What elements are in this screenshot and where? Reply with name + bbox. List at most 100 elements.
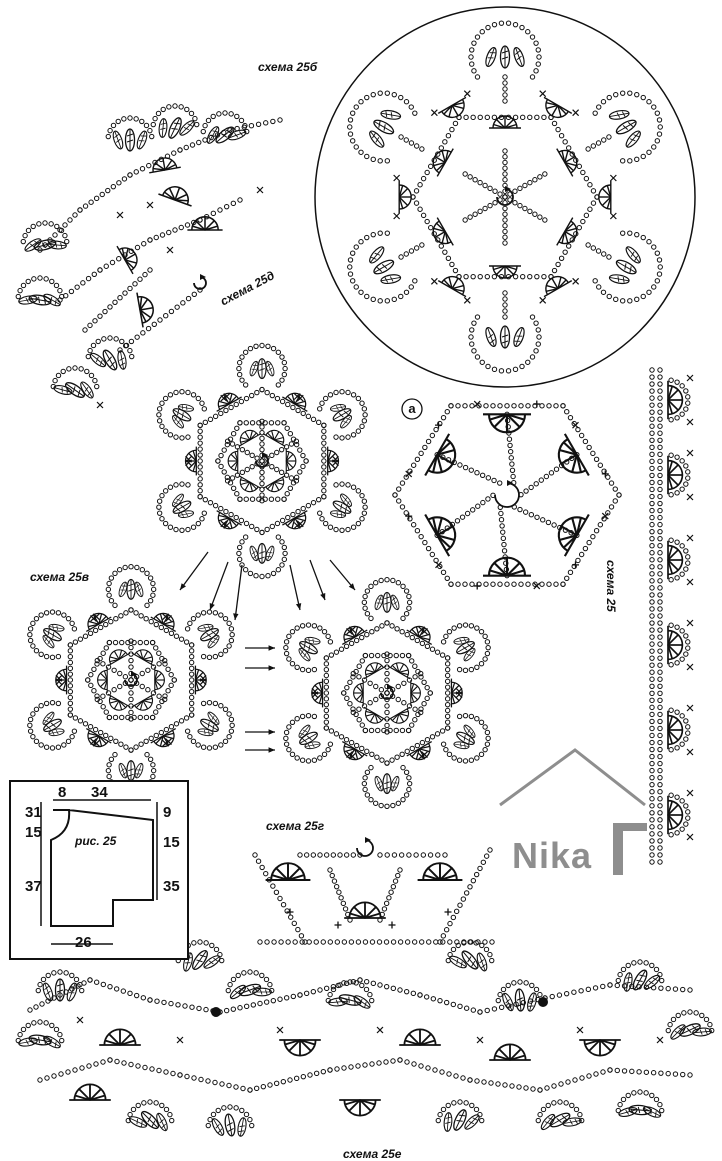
petal-stitch-symbol: [257, 542, 267, 564]
petal-stitch-symbol: [22, 235, 44, 255]
nika-watermark-text: Nika: [512, 835, 593, 876]
petal-stitch-symbol: [442, 1111, 454, 1133]
petal-stitch-symbol: [499, 45, 511, 69]
petal-stitch-symbol: [165, 115, 185, 141]
fan-stitch-symbol: [154, 666, 165, 694]
dim-right-bottom: 35: [163, 878, 180, 895]
scheme-25b-label: схема 25б: [258, 60, 318, 74]
fan-stitch-symbol: [146, 154, 182, 174]
petal-stitch-symbol: [110, 129, 126, 151]
petal-stitch-symbol: [40, 633, 57, 650]
petal-stitch-symbol: [257, 358, 267, 380]
dim-right-top: 9: [163, 804, 172, 821]
dim-top-right: 34: [91, 784, 108, 801]
motif-a-marker: [401, 398, 423, 420]
petal-stitch-symbol: [338, 491, 354, 509]
figure-box: 8 34 31 15 37 9 15 35 26 рис. 25: [9, 780, 189, 960]
petal-stitch-symbol: [157, 117, 169, 139]
petal-stitch-symbol: [296, 646, 313, 663]
fan-stitch-symbol: [481, 556, 533, 577]
fan-stitch-symbol: [262, 475, 291, 498]
fan-stitch-symbol: [102, 644, 131, 667]
fan-stitch-symbol: [488, 265, 522, 279]
petal-stitch-symbol: [379, 108, 402, 122]
petal-stitch-symbol: [613, 116, 639, 138]
petal-stitch-symbol: [452, 740, 471, 751]
petal-stitch-symbol: [303, 635, 322, 646]
petal-stitch-symbol: [296, 723, 313, 740]
fan-stitch-symbol: [233, 424, 262, 447]
fan-stitch-symbol: [410, 679, 421, 707]
scheme-25b-circle: [314, 6, 696, 388]
fan-stitch-symbol: [278, 1039, 322, 1057]
petal-stitch-symbol: [126, 578, 136, 600]
fan-stitch-symbol: [131, 693, 160, 716]
petal-stitch-symbol: [205, 633, 222, 650]
fan-stitch-symbol: [556, 216, 584, 253]
fan-stitch-symbol: [131, 644, 160, 667]
dim-right-mid: 15: [163, 834, 180, 851]
petal-stitch-symbol: [116, 349, 128, 371]
motif-a-label: а: [408, 401, 416, 416]
dim-left-top: 31: [25, 804, 42, 821]
petal-stitch-symbol: [170, 491, 186, 509]
fan-stitch-symbol: [426, 216, 454, 253]
fan-stitch-symbol: [338, 1099, 382, 1117]
petal-stitch-symbol: [608, 108, 631, 122]
fan-stitch-symbol: [210, 386, 243, 412]
petal-stitch-symbol: [617, 1105, 639, 1119]
join-marker: [538, 997, 548, 1007]
petal-stitch-symbol: [379, 272, 402, 286]
petal-stitch-symbol: [177, 402, 195, 413]
nika-house-logo: [499, 748, 647, 875]
dim-bottom: 26: [75, 934, 92, 951]
petal-stitch-symbol: [17, 1036, 39, 1048]
scheme-25-label: схема 25: [604, 560, 618, 612]
fan-stitch-symbol: [481, 413, 533, 434]
arrow-connector: [289, 564, 301, 611]
petal-stitch-symbol: [196, 727, 215, 738]
fan-stitch-symbol: [358, 657, 387, 680]
arrow-connector: [179, 551, 209, 591]
petal-stitch-symbol: [170, 413, 186, 431]
fan-stitch-symbol: [398, 180, 412, 214]
fan-stitch-symbol: [136, 289, 157, 329]
fan-stitch-symbol: [281, 386, 314, 412]
petal-stitch-symbol: [382, 591, 392, 613]
petal-stitch-symbol: [64, 981, 80, 1003]
start-arrow-icon: [496, 188, 514, 206]
petal-stitch-symbol: [447, 953, 469, 971]
arrow-connector: [209, 561, 229, 611]
petal-stitch-symbol: [252, 987, 272, 997]
fan-stitch-symbol: [102, 693, 131, 716]
fan-stitch-symbol: [343, 901, 387, 919]
petal-stitch-symbol: [47, 622, 66, 633]
fan-stitch-symbol: [68, 1083, 112, 1101]
join-marker: [211, 1007, 221, 1017]
fan-stitch-symbol: [264, 862, 312, 881]
dim-top-left: 8: [58, 784, 67, 801]
petal-stitch-symbol: [338, 413, 354, 431]
fan-stitch-symbol: [281, 510, 314, 536]
petal-stitch-symbol: [209, 1116, 227, 1138]
fan-stitch-symbol: [262, 424, 291, 447]
fan-stitch-symbol: [598, 180, 612, 214]
fan-stitch-symbol: [416, 862, 464, 881]
fan-stitch-symbol: [488, 115, 522, 129]
arrow-connector: [309, 559, 326, 601]
petal-stitch-symbol: [40, 710, 57, 727]
dim-left-bottom: 37: [25, 878, 42, 895]
petal-stitch-symbol: [124, 128, 136, 152]
petal-stitch-symbol: [382, 773, 392, 795]
petal-stitch-symbol: [134, 129, 150, 151]
petal-stitch-symbol: [483, 45, 499, 69]
scheme-25g-label: схема 25г: [266, 819, 325, 833]
scheme-25e-label: схема 25е: [343, 1147, 402, 1161]
fan-stitch-symbol: [578, 1039, 622, 1057]
fan-stitch-symbol: [116, 239, 145, 275]
start-arrow-icon: [356, 839, 374, 857]
fan-stitch-symbol: [97, 666, 108, 694]
fan-stitch-symbol: [556, 141, 584, 178]
fan-stitch-symbol: [358, 706, 387, 729]
